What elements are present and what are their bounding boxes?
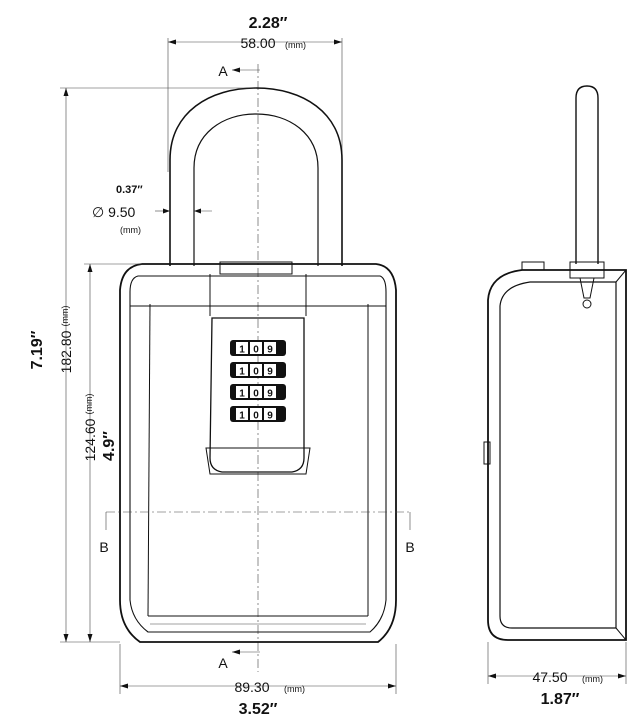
- dial-window: [209, 317, 305, 473]
- dial-digit[interactable]: 1: [239, 411, 245, 422]
- dial-digit[interactable]: 9: [267, 389, 273, 400]
- depth-arrow-right-icon: [618, 673, 626, 679]
- body-width-mm-label: 89.30: [234, 679, 269, 695]
- body-height-unit-label: (mm): [84, 394, 94, 415]
- body-width-inches-label: 3.52″: [239, 701, 278, 718]
- shackle-dia-arrow-right-icon: [194, 208, 201, 214]
- dial-digit[interactable]: 9: [267, 411, 273, 422]
- body-height-inches-label: 4.9″: [101, 431, 118, 461]
- bevel-left: [147, 303, 151, 617]
- body-width-unit-label: (mm): [284, 684, 305, 694]
- dial-digit-box: [250, 386, 262, 398]
- depth-inches-label: 1.87″: [541, 691, 580, 708]
- dial-digit[interactable]: 0: [253, 345, 259, 356]
- side-shackle-latch: [579, 277, 595, 299]
- section-b-left-label: B: [99, 539, 108, 555]
- dial-digit[interactable]: 9: [267, 345, 273, 356]
- section-a-top-label: A: [218, 63, 228, 79]
- depth-mm-label: 47.50: [532, 669, 567, 685]
- side-body-outline: [487, 269, 627, 641]
- body-outline: [119, 263, 397, 643]
- body-height-mm-label: 124.60: [82, 418, 98, 461]
- dial-digit-box: [236, 342, 248, 354]
- arrow-left-icon: [168, 39, 176, 45]
- body-height-arrow-down-icon: [87, 634, 93, 642]
- section-a-top-arrow-icon: [232, 67, 240, 73]
- dial-digit[interactable]: 0: [253, 389, 259, 400]
- side-shackle-pin: [582, 299, 592, 309]
- dial-digit-box: [264, 386, 276, 398]
- side-body-inner: [499, 281, 617, 629]
- section-b-right-label: B: [405, 539, 414, 555]
- depth-unit-label: (mm): [582, 674, 603, 684]
- side-button: [483, 441, 491, 465]
- dial-row: 1 0 9: [230, 384, 286, 400]
- shackle-dia-unit-label: (mm): [120, 225, 141, 235]
- shackle-outer: [169, 87, 343, 266]
- shackle-inner: [193, 113, 319, 266]
- combination-dials: 1 0 9 1 0 9 1 0 9 1 0: [230, 340, 286, 422]
- shackle-dia-mm-label: ∅ 9.50: [92, 204, 136, 220]
- section-a-bottom-arrow-icon: [232, 649, 240, 655]
- total-height-arrow-up-icon: [63, 88, 69, 96]
- dial-row: 1 0 9: [230, 340, 286, 356]
- dial-digit-box: [236, 408, 248, 420]
- dial-digit-box: [250, 364, 262, 376]
- body-height-arrow-up-icon: [87, 264, 93, 272]
- total-height-unit-label: (mm): [60, 306, 70, 327]
- width-unit-label: (mm): [285, 40, 306, 50]
- dial-digit-box: [236, 386, 248, 398]
- dial-digit[interactable]: 1: [239, 345, 245, 356]
- total-height-inches-label: 7.19″: [29, 330, 46, 369]
- side-top-plate: [521, 261, 545, 271]
- total-height-arrow-down-icon: [63, 634, 69, 642]
- depth-arrow-left-icon: [488, 673, 496, 679]
- dial-digit-box: [250, 342, 262, 354]
- top-plate: [219, 261, 293, 275]
- dial-digit[interactable]: 1: [239, 367, 245, 378]
- dial-bumper: [205, 447, 311, 475]
- dial-row: 1 0 9: [230, 406, 286, 422]
- total-height-mm-label: 182.80: [58, 330, 74, 373]
- section-a-bottom-label: A: [218, 655, 228, 671]
- dial-digit-box: [264, 364, 276, 376]
- dial-digit[interactable]: 0: [253, 411, 259, 422]
- dial-digit[interactable]: 1: [239, 389, 245, 400]
- dial-digit-box: [250, 408, 262, 420]
- dial-digit-box: [264, 342, 276, 354]
- dial-row: 1 0 9: [230, 362, 286, 378]
- dial-digit[interactable]: 9: [267, 367, 273, 378]
- body-width-arrow-right-icon: [388, 683, 396, 689]
- dial-digit[interactable]: 0: [253, 367, 259, 378]
- side-shackle-collar: [569, 261, 605, 279]
- side-shackle-rod: [575, 85, 599, 264]
- width-inches-label: 2.28″: [249, 15, 288, 32]
- shackle-dia-inches-label: 0.37″: [116, 184, 143, 196]
- side-corner-top: [615, 269, 627, 283]
- side-corner-bottom: [615, 627, 627, 641]
- arrow-right-icon: [334, 39, 342, 45]
- dial-digit-box: [264, 408, 276, 420]
- body-inner-outline: [129, 275, 387, 633]
- shackle-dia-arrow-left-icon: [163, 208, 170, 214]
- width-mm-label: 58.00: [240, 35, 275, 51]
- dial-digit-box: [236, 364, 248, 376]
- body-width-arrow-left-icon: [120, 683, 128, 689]
